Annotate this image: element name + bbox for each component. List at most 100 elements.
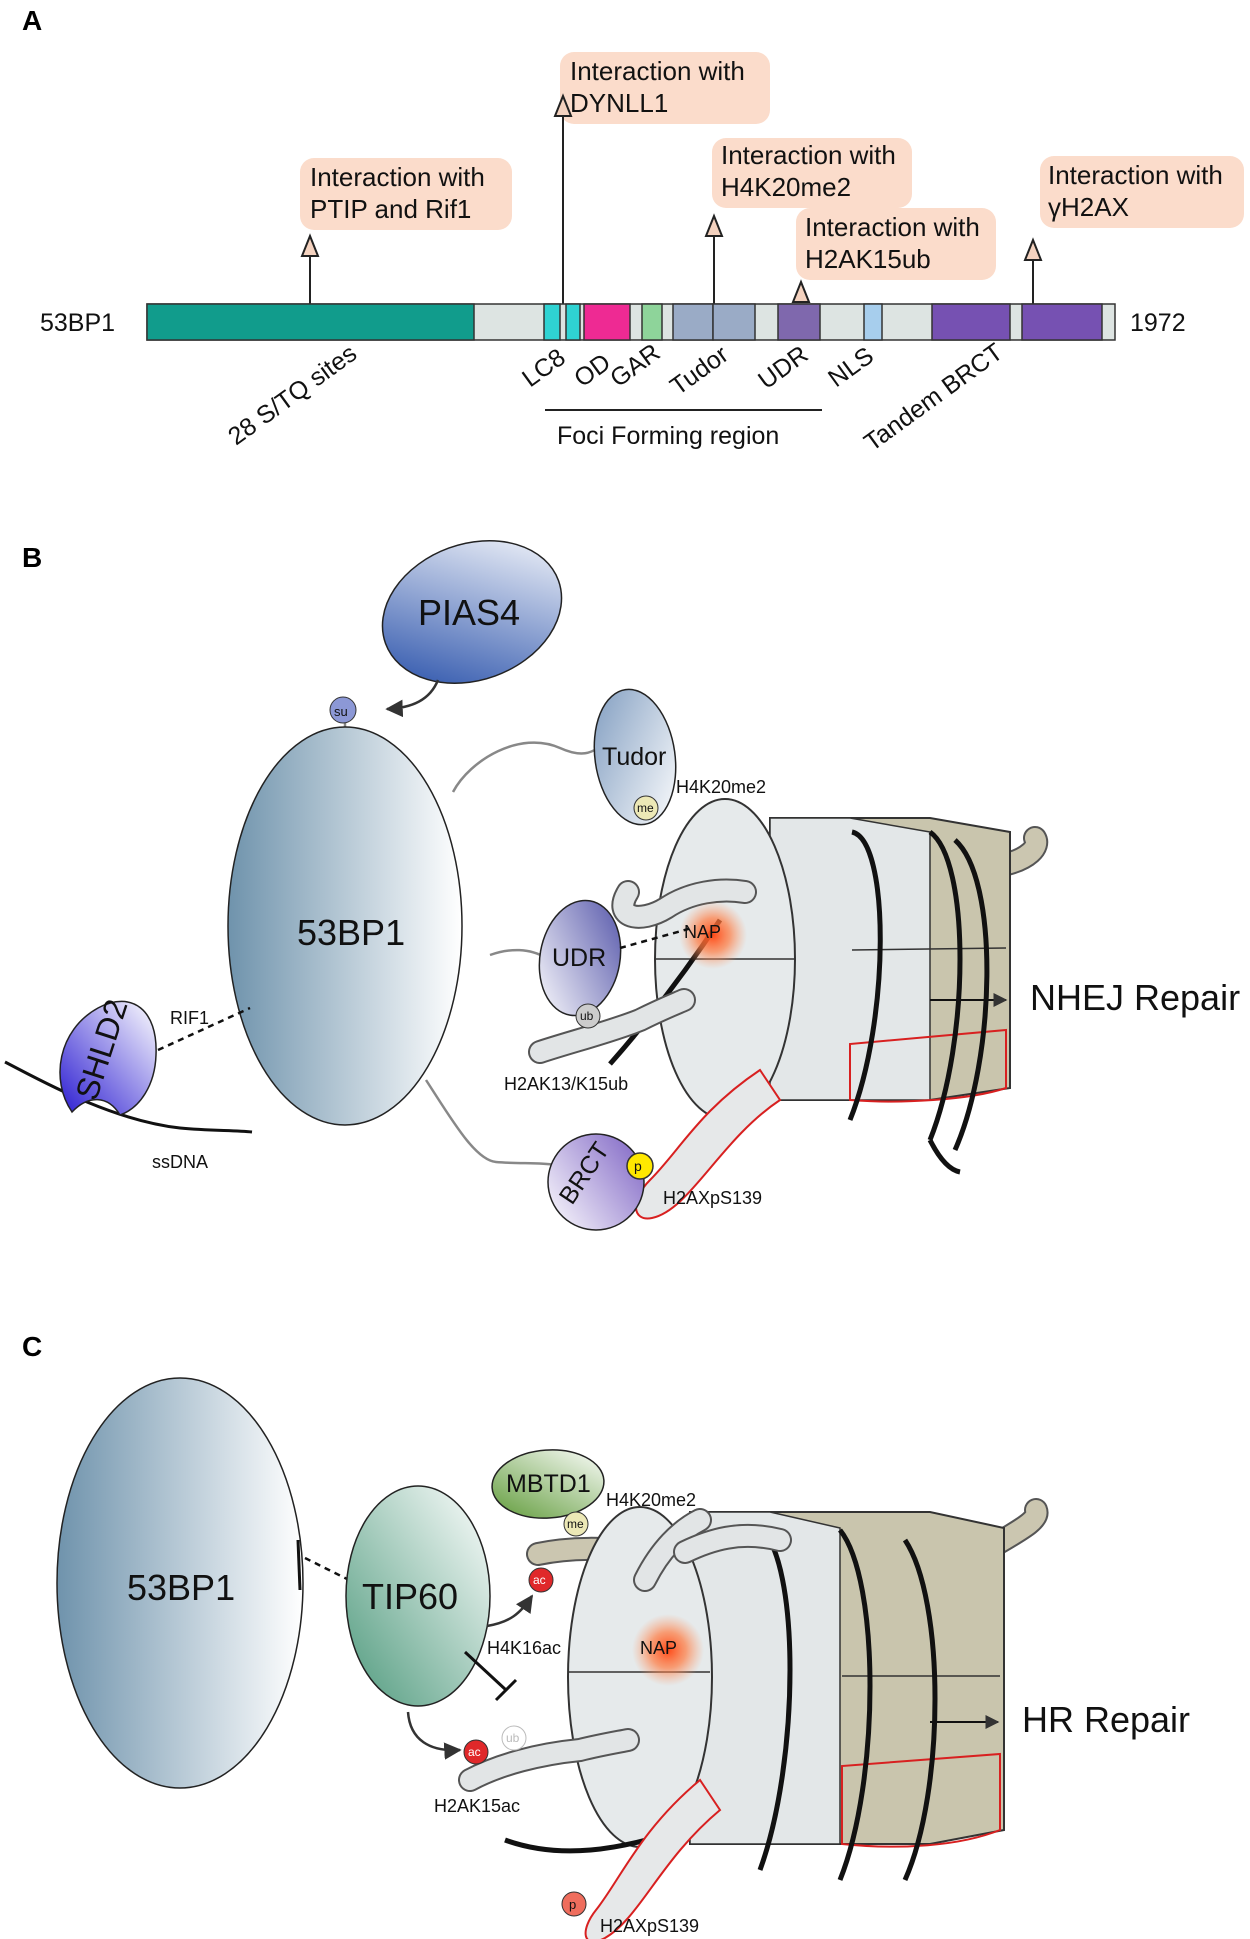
sumo-label: su: [334, 704, 348, 719]
annotation-ptip-line2: PTIP and Rif1: [310, 194, 471, 224]
udr-domain: [538, 899, 622, 1017]
mbtd1-label: MBTD1: [506, 1470, 591, 1498]
h2axps139-label-c: H2AXpS139: [600, 1916, 699, 1936]
annotation-h2ak15ub-line2: H2AK15ub: [805, 244, 931, 274]
53bp1-label-c: 53BP1: [127, 1567, 235, 1608]
annotation-ptip-line1: Interaction with: [310, 162, 485, 192]
nap-patch-b: NAP: [679, 901, 747, 969]
me-label-c: me: [567, 1517, 584, 1531]
rif1-link: [157, 1006, 251, 1052]
annotation-h4k20me2-line1: Interaction with: [721, 140, 896, 170]
label-tudor: Tudor: [665, 340, 734, 401]
rif1-label: RIF1: [170, 1008, 209, 1028]
annotation-arrows: [300, 93, 1043, 304]
domain-bar: [146, 303, 1116, 341]
domain-lc8-b: [565, 303, 581, 341]
nap-patch-c: NAP: [632, 1614, 704, 1686]
domain-lc8-a: [543, 303, 561, 341]
inhibit-bar: [296, 1539, 302, 1591]
ub-inhibit-bar: [494, 1678, 518, 1702]
label-tandem-brct: Tandem BRCT: [859, 338, 1008, 457]
phospho-mark-b: [626, 1152, 654, 1180]
nhej-repair-label: NHEJ Repair: [1030, 977, 1240, 1018]
annotation-gh2ax-line2: γH2AX: [1048, 192, 1129, 222]
pias4-label: PIAS4: [418, 592, 520, 633]
ssdna-label: ssDNA: [152, 1152, 208, 1172]
udr-nap-link: [619, 926, 693, 950]
hr-repair-label: HR Repair: [1022, 1699, 1190, 1740]
ac-label-h4: ac: [533, 1573, 546, 1587]
ac-label-h2a: ac: [468, 1745, 481, 1759]
domain-brct-b: [1021, 303, 1103, 341]
shld2-protein: [59, 1000, 157, 1116]
acetylation-arrow-h2a: [406, 1711, 462, 1760]
brct-domain: [547, 1133, 645, 1231]
annotation-gamma-h2ax: Interaction with γH2AX: [1040, 156, 1244, 228]
annotation-h4k20me2-line2: H4K20me2: [721, 172, 851, 202]
tudor-domain: [593, 688, 677, 826]
phospho-mark-c: [561, 1891, 587, 1917]
53bp1-label: 53BP1: [297, 912, 405, 953]
ac-mark-h4: [528, 1567, 554, 1593]
domain-od: [583, 303, 631, 341]
ssdna-strand: [4, 1060, 253, 1134]
me-mark-b: [633, 795, 659, 821]
ub-label-b: ub: [580, 1009, 594, 1023]
protein-length: 1972: [1130, 309, 1186, 337]
ac-mark-h2a: [463, 1739, 489, 1765]
me-label-b: me: [637, 801, 654, 815]
label-udr: UDR: [753, 340, 813, 394]
domain-stq: [146, 303, 475, 341]
me-mark-c: [563, 1511, 589, 1537]
domain-nls: [863, 303, 883, 341]
annotation-h2ak15ub: Interaction with H2AK15ub: [796, 208, 996, 280]
protein-name-53bp1: 53BP1: [40, 309, 115, 337]
53bp1-protein-c: [56, 1377, 304, 1789]
ub-inhibit-line: [463, 1650, 508, 1692]
h4k20me2-label-c: H4K20me2: [606, 1490, 696, 1510]
domain-tudor-b: [712, 303, 756, 341]
h4k16ac-label: H4K16ac: [487, 1638, 561, 1658]
p-label-b: p: [634, 1158, 642, 1174]
nap-label-b: NAP: [684, 922, 721, 942]
p-label-c: p: [569, 1897, 576, 1912]
panel-label-a: A: [22, 5, 42, 36]
ub-label-c: ub: [506, 1731, 520, 1745]
ub-mark-b: [575, 1003, 601, 1029]
domain-gar: [641, 303, 663, 341]
sumo-arrow: [385, 679, 440, 718]
acetylation-arrow-h4: [486, 1594, 534, 1628]
annotation-dynll1-line2: DYNLL1: [570, 88, 668, 118]
ub-mark-c: [501, 1725, 527, 1751]
annotation-h4k20me2: Interaction with H4K20me2: [712, 138, 912, 208]
sumo-modification: [329, 696, 357, 724]
mbtd1-protein: [491, 1449, 605, 1519]
annotation-h2ak15ub-line1: Interaction with: [805, 212, 980, 242]
label-stq-sites: 28 S/TQ sites: [223, 339, 362, 451]
annotation-ptip-rif1: Interaction with PTIP and Rif1: [300, 158, 512, 230]
pias4-protein: [381, 540, 563, 684]
tip60-label: TIP60: [362, 1576, 458, 1617]
h4k20me2-label-b: H4K20me2: [676, 777, 766, 797]
panel-label-c: C: [22, 1331, 42, 1362]
label-lc8: LC8: [517, 343, 571, 393]
annotation-dynll1: Interaction with DYNLL1: [560, 52, 770, 124]
panel-label-b: B: [22, 542, 42, 573]
annotation-dynll1-line1: Interaction with: [570, 56, 745, 86]
h2axps139-label-b: H2AXpS139: [663, 1188, 762, 1208]
udr-label: UDR: [552, 944, 606, 972]
domain-udr: [777, 303, 821, 341]
53bp1-protein: [227, 726, 463, 1126]
annotation-gh2ax-line1: Interaction with: [1048, 160, 1223, 190]
tudor-label: Tudor: [602, 743, 666, 771]
h2ak13-k15ub-label: H2AK13/K15ub: [504, 1074, 628, 1094]
label-foci-region: Foci Forming region: [557, 422, 779, 450]
domain-brct-a: [931, 303, 1011, 341]
h2ak15ac-label: H2AK15ac: [434, 1796, 520, 1816]
domain-tudor-a: [672, 303, 714, 341]
nap-label-c: NAP: [640, 1638, 677, 1658]
tip60-protein: [345, 1485, 491, 1707]
label-gar: GAR: [605, 338, 665, 393]
label-nls: NLS: [823, 342, 879, 393]
